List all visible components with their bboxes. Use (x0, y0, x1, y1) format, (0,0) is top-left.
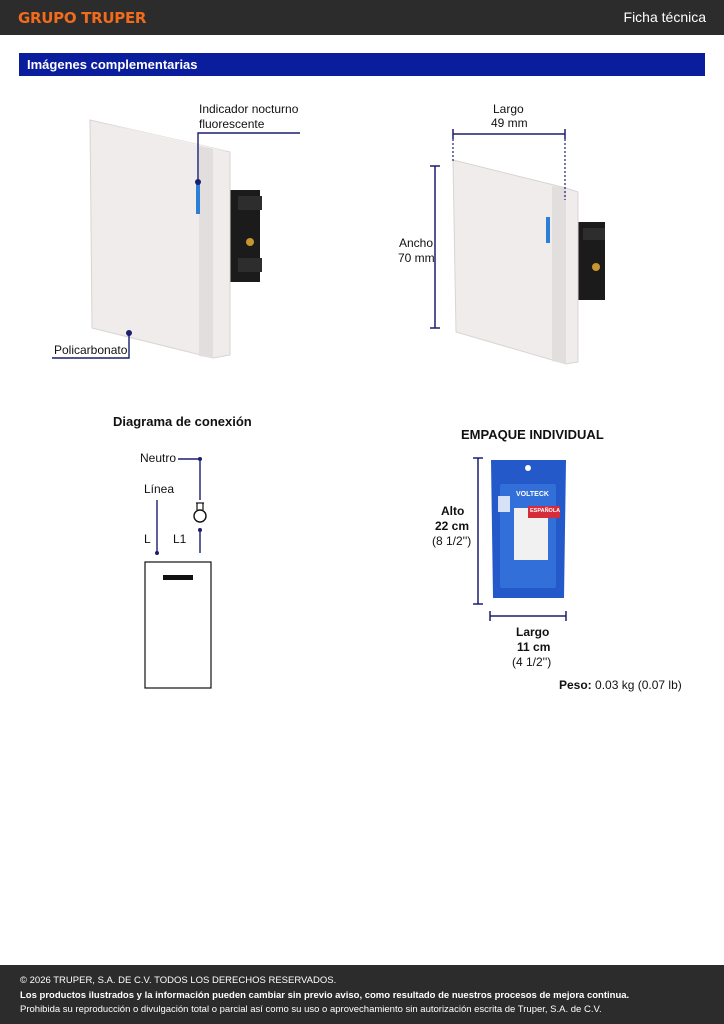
pack-tag: ESPAÑOLA (530, 508, 561, 514)
neutral-label: Neutro (140, 451, 177, 465)
section-title: Imágenes complementarias (27, 57, 198, 72)
weight-value: 0.03 kg (0.07 lb) (595, 678, 682, 692)
line-label: Línea (144, 482, 175, 496)
footer-prohibition: Prohibida su reproducción o divulgación … (20, 1004, 602, 1015)
footer-copyright: © 2026 TRUPER, S.A. DE C.V. TODOS LOS DE… (20, 975, 337, 986)
doc-type-title: Ficha técnica (623, 9, 706, 25)
footer-notice: Los productos ilustrados y la informació… (20, 990, 630, 1001)
length-dimension-value: 49 mm (491, 116, 528, 130)
width-dimension-label: Ancho (399, 236, 434, 250)
indicator-light-right (546, 217, 550, 243)
weight-label: Peso: (559, 678, 592, 692)
section-header: Imágenes complementarias (19, 53, 705, 76)
indicator-light (196, 182, 200, 214)
pack-brand: VOLTECK (516, 491, 549, 498)
weight-row: Peso: 0.03 kg (0.07 lb) (559, 678, 682, 693)
switch-mechanism-right (575, 222, 605, 300)
header-bar: GRUPO TRUPER Ficha técnica (0, 0, 724, 35)
footer: © 2026 TRUPER, S.A. DE C.V. TODOS LOS DE… (0, 965, 724, 1024)
bulb-icon (193, 502, 207, 523)
material-label: Policarbonato (54, 343, 128, 357)
pack-length-label: Largo (516, 625, 550, 639)
height-inches: (8 1/2'') (432, 534, 472, 548)
indicator-label-line-1: Indicador nocturno (199, 102, 299, 116)
pack-length-inches: (4 1/2'') (512, 655, 552, 669)
width-dimension-value: 70 mm (398, 251, 435, 265)
terminal-l-label: L (144, 532, 151, 546)
switch-box (144, 561, 212, 689)
indicator-label-line-2: fluorescente (199, 117, 265, 131)
diagram-title: Diagrama de conexión (113, 414, 252, 429)
switch-mechanism (228, 190, 262, 282)
length-dimension-label: Largo (493, 102, 524, 116)
height-value: 22 cm (435, 519, 470, 533)
pack-length-value: 11 cm (517, 640, 551, 654)
terminal-l1-label: L1 (173, 532, 187, 546)
brand-logo: GRUPO TRUPER (18, 9, 147, 27)
package-title: EMPAQUE INDIVIDUAL (461, 427, 604, 442)
height-label: Alto (441, 504, 465, 518)
